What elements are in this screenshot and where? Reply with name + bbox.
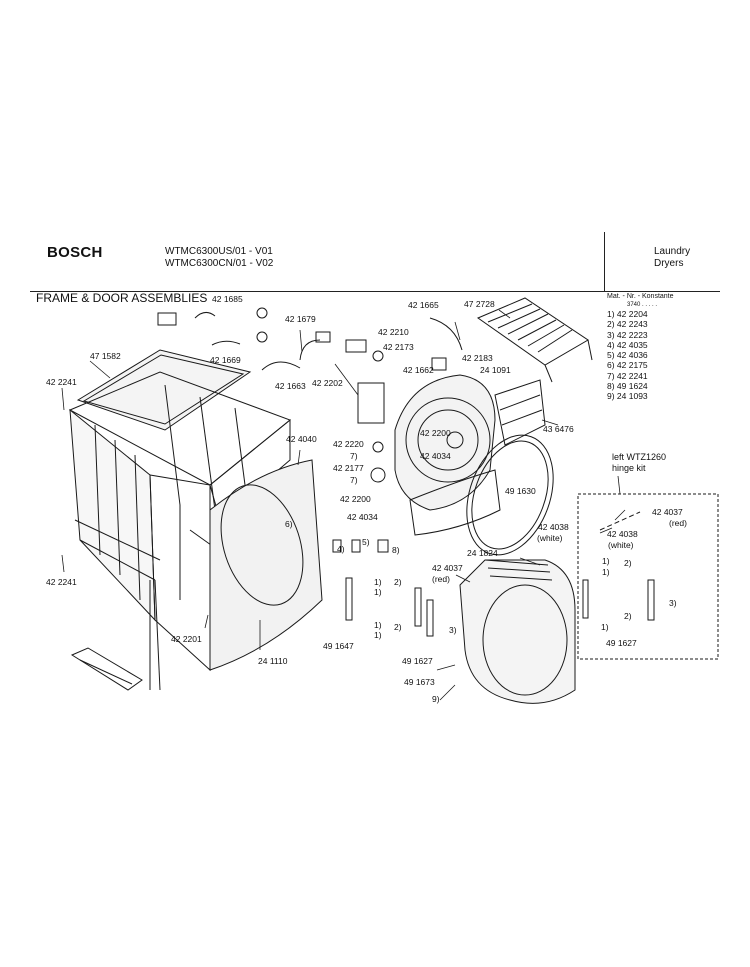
model-line: WTMC6300CN/01 - V02 (165, 258, 274, 269)
part-label: 2) (624, 558, 632, 568)
part-label: 2) (394, 622, 402, 632)
door-gasket (451, 423, 569, 567)
part-label: 42 2183 (462, 353, 493, 363)
part-label: 43 6476 (543, 424, 574, 434)
parts-legend: Mat. - Nr. - Konstante 3740 . . . . . 1)… (607, 292, 674, 402)
part-label: 42 2241 (46, 577, 77, 587)
product-category: Laundry Dryers (654, 246, 690, 270)
part-label: 42 1685 (212, 294, 243, 304)
part-label: 42 2201 (171, 634, 202, 644)
brand-logo: BOSCH (47, 244, 103, 261)
header-rule (30, 291, 720, 292)
part-label: 5) (362, 537, 370, 547)
front-panel (207, 460, 322, 670)
part-label: (red) (432, 574, 450, 584)
header-divider (604, 232, 605, 292)
legend-item: 1) 42 2204 (607, 309, 648, 319)
legend-item: 2) 42 2243 (607, 319, 648, 330)
part-label: 47 1582 (90, 351, 121, 361)
part-label: 42 4034 (420, 451, 451, 461)
part-label: 49 1673 (404, 677, 435, 687)
part-label: 42 2173 (383, 342, 414, 352)
drying-rack (478, 298, 592, 382)
part-label: 8) (392, 545, 400, 555)
part-label: 7) (350, 451, 358, 461)
part-label: 2) (624, 611, 632, 621)
part-label: (red) (669, 518, 687, 528)
door-assembly (460, 560, 575, 703)
part-label: 42 4040 (286, 434, 317, 444)
part-label: 42 1663 (275, 381, 306, 391)
part-label: 4) (337, 544, 345, 554)
cabinet-frame (70, 372, 290, 690)
part-label: 49 1647 (323, 641, 354, 651)
legend-item: 6) 42 2175 (607, 360, 648, 371)
legend-header: Mat. - Nr. - Konstante (607, 293, 674, 300)
part-label: 1) (601, 622, 609, 632)
hinge-kit-title: left WTZ1260 hinge kit (612, 452, 666, 474)
part-label: 2) (394, 577, 402, 587)
part-label: 42 4038 (607, 529, 638, 539)
door-hinges (346, 578, 433, 636)
hinge-kit-frame (578, 494, 718, 659)
category-line: Dryers (654, 258, 684, 269)
part-label: 42 2200 (340, 494, 371, 504)
part-label: 6) (285, 519, 293, 529)
part-label: 42 2202 (312, 378, 343, 388)
model-line: WTMC6300US/01 - V01 (165, 246, 273, 257)
part-label: 1) (602, 567, 610, 577)
part-label: 49 1630 (505, 486, 536, 496)
small-parts (158, 308, 462, 552)
part-label: 42 2200 (420, 428, 451, 438)
part-label: 42 2177 (333, 463, 364, 473)
hinge-kit-line: left WTZ1260 (612, 452, 667, 462)
part-label: 42 4034 (347, 512, 378, 522)
part-label: 1) (374, 630, 382, 640)
part-label: 1) (602, 556, 610, 566)
part-label: 47 2728 (464, 299, 495, 309)
part-label: 42 1662 (403, 365, 434, 375)
leader-lines (62, 310, 625, 700)
cabinet-top-panel (78, 350, 250, 430)
part-label: 9) (432, 694, 440, 704)
rear-bulkhead (395, 375, 500, 535)
legend-item: 4) 42 4035 (607, 339, 648, 350)
base-plate (72, 648, 142, 690)
part-label: 7) (350, 475, 358, 485)
lint-filter (495, 380, 545, 445)
category-line: Laundry (654, 246, 691, 257)
part-label: 42 2220 (333, 439, 364, 449)
part-label: 42 4037 (432, 563, 463, 573)
part-label: 3) (669, 598, 677, 608)
part-label: 1) (374, 587, 382, 597)
legend-item: 5) 42 4036 (607, 350, 648, 361)
part-label: 42 1665 (408, 300, 439, 310)
part-label: 1) (374, 620, 382, 630)
part-label: 24 1091 (480, 365, 511, 375)
section-title: FRAME & DOOR ASSEMBLIES (36, 291, 208, 305)
part-label: 49 1627 (402, 656, 433, 666)
part-label: 42 2210 (378, 327, 409, 337)
part-label: 24 1824 (467, 548, 498, 558)
part-label: 42 4038 (538, 522, 569, 532)
legend-item: 3) 42 2223 (607, 329, 648, 340)
part-label: 24 1110 (258, 656, 288, 666)
part-label: 42 1679 (285, 314, 316, 324)
part-label: 42 4037 (652, 507, 683, 517)
part-label: 3) (449, 625, 457, 635)
part-label: (white) (608, 540, 634, 550)
legend-item: 8) 49 1624 (607, 381, 648, 392)
part-label: (white) (537, 533, 563, 543)
part-label: 1) (374, 577, 382, 587)
legend-item: 7) 42 2241 (607, 370, 648, 381)
part-label: 42 1669 (210, 355, 241, 365)
part-label: 49 1627 (606, 638, 637, 648)
hinge-kit-parts (583, 512, 654, 620)
part-label: 42 2241 (46, 377, 77, 387)
model-numbers: WTMC6300US/01 - V01 WTMC6300CN/01 - V02 (165, 246, 273, 270)
hinge-kit-line: hinge kit (612, 463, 646, 473)
legend-item: 9) 24 1093 (607, 391, 648, 402)
legend-subheader: 3740 . . . . . (627, 302, 658, 308)
